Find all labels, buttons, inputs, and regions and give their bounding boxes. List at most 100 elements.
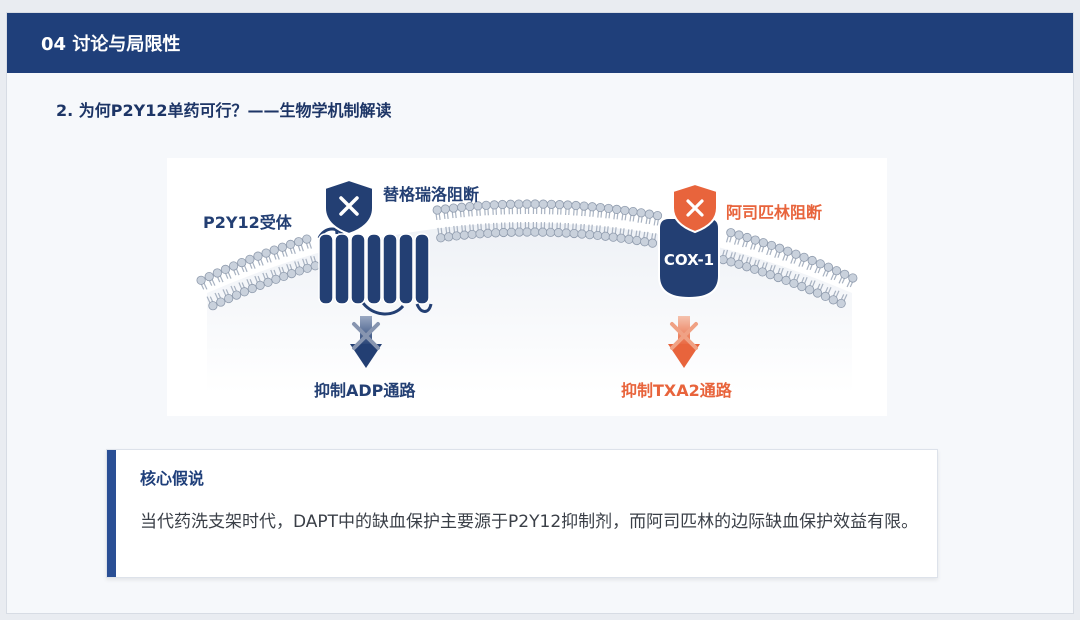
- lipid-head: [523, 228, 531, 236]
- lipid-head: [832, 267, 840, 275]
- lipid-head: [798, 282, 806, 290]
- lipid-head: [743, 263, 751, 271]
- lipid-head: [506, 200, 514, 208]
- lipid-head: [449, 204, 457, 212]
- lipid-head: [240, 288, 248, 296]
- lipid-head: [601, 232, 609, 240]
- lipid-head: [287, 269, 295, 277]
- callout-title: 核心假说: [140, 465, 204, 489]
- lipid-head: [750, 265, 758, 273]
- lipid-head: [205, 272, 213, 280]
- lipid-head: [515, 228, 523, 236]
- lipid-head: [604, 204, 612, 212]
- p2y12-receptor-label: P2Y12受体: [203, 213, 293, 232]
- lipid-head: [648, 239, 656, 247]
- ticagrelor-block-label: 替格瑞洛阻断: [383, 185, 479, 204]
- lipid-head: [224, 294, 232, 302]
- lipid-head: [272, 275, 280, 283]
- lipid-head: [254, 252, 262, 260]
- lipid-head: [570, 229, 578, 237]
- lipid-head: [256, 281, 264, 289]
- callout-accent-bar: [107, 450, 116, 577]
- lipid-head: [547, 200, 555, 208]
- lipid-head: [248, 284, 256, 292]
- lipid-head: [621, 206, 629, 214]
- lipid-head: [294, 237, 302, 245]
- lipid-head: [743, 233, 751, 241]
- lipid-head: [727, 228, 735, 236]
- lipid-head: [800, 253, 808, 261]
- header-bar: 04 讨论与局限性: [7, 13, 1073, 73]
- lipid-head: [719, 255, 727, 263]
- cytoplasm-shading: [207, 223, 852, 393]
- lipid-head: [441, 205, 449, 213]
- section-subtitle: 2. 为何P2Y12单药可行？——生物学机制解读: [56, 97, 392, 121]
- lipid-head: [637, 209, 645, 217]
- mechanism-diagram-svg: P2Y12受体 替格瑞洛阻断 阿司匹林阻断 COX-1 抑制ADP通路 抑制TX…: [167, 158, 887, 416]
- lipid-head: [539, 228, 547, 236]
- lipid-head: [523, 200, 531, 208]
- lipid-head: [588, 203, 596, 211]
- lipid-head: [491, 229, 499, 237]
- lipid-head: [593, 231, 601, 239]
- lipid-head: [213, 269, 221, 277]
- lipid-head: [759, 238, 767, 246]
- lipid-head: [303, 264, 311, 272]
- aspirin-block-label: 阿司匹林阻断: [726, 203, 822, 222]
- lipid-head: [580, 202, 588, 210]
- lipid-head: [546, 228, 554, 236]
- lipid-head: [629, 207, 637, 215]
- lipid-head: [490, 201, 498, 209]
- lipid-head: [278, 243, 286, 251]
- lipid-head: [217, 298, 225, 306]
- lipid-head: [246, 255, 254, 263]
- lipid-head: [829, 296, 837, 304]
- lipid-head: [774, 273, 782, 281]
- mechanism-diagram: P2Y12受体 替格瑞洛阻断 阿司匹林阻断 COX-1 抑制ADP通路 抑制TX…: [167, 158, 887, 416]
- lipid-head: [767, 241, 775, 249]
- lipid-head: [460, 231, 468, 239]
- lipid-head: [805, 286, 813, 294]
- lipid-head: [209, 301, 217, 309]
- txa2-pathway-label: 抑制TXA2通路: [621, 381, 733, 400]
- callout-body: 当代药洗支架时代，DAPT中的缺血保护主要源于P2Y12抑制剂，而阿司匹林的边际…: [140, 508, 920, 536]
- adp-pathway-label: 抑制ADP通路: [314, 381, 416, 400]
- lipid-head: [286, 240, 294, 248]
- lipid-head: [808, 256, 816, 264]
- lipid-head: [735, 260, 743, 268]
- lipid-head: [221, 265, 229, 273]
- lipid-head: [613, 205, 621, 213]
- lipid-head: [813, 289, 821, 297]
- lipid-head: [784, 247, 792, 255]
- slide: 04 讨论与局限性 2. 为何P2Y12单药可行？——生物学机制解读: [6, 12, 1074, 614]
- lipid-head: [270, 246, 278, 254]
- lipid-head: [841, 270, 849, 278]
- lipid-head: [499, 228, 507, 236]
- cox1-label: COX-1: [664, 251, 714, 269]
- lipid-head: [444, 233, 452, 241]
- lipid-head: [232, 291, 240, 299]
- lipid-head: [238, 258, 246, 266]
- lipid-head: [727, 258, 735, 266]
- lipid-head: [751, 236, 759, 244]
- lipid-head: [824, 263, 832, 271]
- lipid-head: [555, 200, 563, 208]
- lipid-head: [837, 299, 845, 307]
- lipid-head: [264, 278, 272, 286]
- lipid-head: [564, 201, 572, 209]
- lipid-head: [645, 210, 653, 218]
- lipid-head: [197, 276, 205, 284]
- lipid-head: [531, 228, 539, 236]
- lipid-head: [311, 262, 319, 270]
- lipid-head: [792, 250, 800, 258]
- lipid-head: [539, 200, 547, 208]
- lipid-head: [653, 211, 661, 219]
- lipid-head: [452, 232, 460, 240]
- lipid-head: [484, 229, 492, 237]
- lipid-head: [782, 276, 790, 284]
- lipid-head: [554, 228, 562, 236]
- shield-x-icon-navy: [325, 180, 373, 234]
- lipid-head: [262, 249, 270, 257]
- lipid-head: [295, 267, 303, 275]
- lipid-head: [498, 200, 506, 208]
